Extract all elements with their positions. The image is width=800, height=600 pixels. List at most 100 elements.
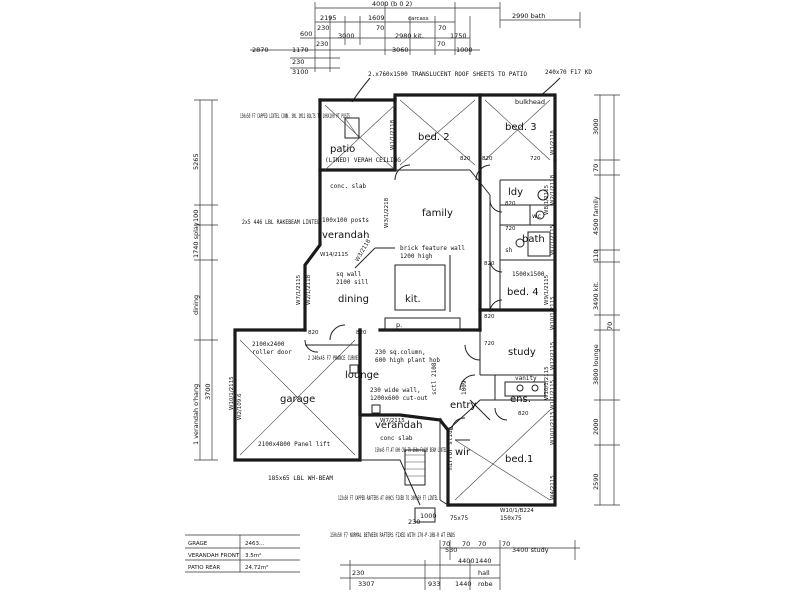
left-dimension-lines bbox=[194, 99, 218, 461]
note-bath-sh: sh bbox=[505, 247, 513, 254]
window-w20: W10/1/B224 bbox=[500, 508, 534, 514]
room-verandah-bottom: verandah bbox=[375, 420, 422, 431]
opening-bed3a: 820 bbox=[482, 156, 493, 162]
dim-top-r2a: 2195 bbox=[320, 14, 337, 22]
window-w14: W10/1/2115 bbox=[229, 376, 235, 410]
opening-study: 720 bbox=[484, 341, 495, 347]
room-bed3: bed. 3 bbox=[505, 122, 537, 133]
note-roof: 2.x760x1500 TRANSLUCENT ROOF SHEETS TO P… bbox=[368, 71, 527, 78]
dim-right-2: 70 bbox=[592, 164, 600, 172]
room-wir: wir bbox=[455, 447, 471, 458]
room-entry: entry bbox=[450, 400, 477, 411]
dim-top-r3b: 230 bbox=[317, 24, 329, 32]
top-dimension-lines bbox=[250, 2, 581, 72]
dim-bottom-j: 1440 bbox=[455, 580, 472, 588]
opening-bath: 820 bbox=[484, 261, 495, 267]
room-bath: bath bbox=[522, 234, 545, 245]
window-w10: W12/2115 bbox=[550, 341, 556, 370]
dim-bottom-h: 3307 bbox=[358, 580, 375, 588]
note-conc-slab: conc. slab bbox=[330, 183, 367, 190]
dim-right-4: 110 bbox=[592, 250, 600, 262]
dim-left-4: dining bbox=[192, 295, 200, 315]
room-bed1: bed.1 bbox=[505, 454, 533, 465]
window-w18: W10/1/2115 bbox=[544, 366, 550, 400]
dim-top-r5f: 1000 bbox=[456, 46, 473, 54]
label-bulkhead: bulkhead bbox=[515, 98, 545, 106]
window-w1: W1/1/2118 bbox=[390, 119, 396, 150]
dim-bottom-n: 1000 bbox=[420, 512, 437, 520]
note-conc-slab2: conc slab bbox=[380, 435, 413, 442]
opening-bed4: 820 bbox=[484, 314, 495, 320]
room-wc: wc bbox=[532, 212, 541, 220]
note-garage-door-sz: 2100x2400 bbox=[252, 341, 285, 348]
dim-right-5: 3490 kit. bbox=[592, 281, 600, 310]
window-w5: W2/1/2118 bbox=[306, 274, 312, 305]
note-mirror: mirror slide bbox=[447, 426, 454, 470]
right-dimension-lines bbox=[594, 94, 620, 506]
note-planter: 600 high plant hob bbox=[375, 357, 440, 364]
room-study: study bbox=[508, 347, 536, 358]
dim-top-r6b: 3100 bbox=[292, 68, 309, 76]
bottom-dimension-lines bbox=[340, 540, 580, 590]
dim-bottom-f: 3400 study bbox=[512, 546, 549, 554]
opening-ldy: 820 bbox=[505, 201, 516, 207]
dim-bottom-p: 70 bbox=[462, 540, 470, 548]
opening-bed2: 820 bbox=[460, 156, 471, 162]
window-w15: W7/2115 bbox=[380, 418, 405, 424]
note-brick-wall-h: 1200 high bbox=[400, 253, 433, 260]
note-vanity: vanity bbox=[515, 375, 537, 382]
note-beam-dbl: 2 240x45 F7 PRANCE CURVE bbox=[308, 355, 358, 362]
dim-bottom-k: robe bbox=[478, 580, 493, 588]
note-sq-wall: sq wall bbox=[336, 271, 362, 278]
note-fit: 240x70 F17 KD bbox=[545, 69, 592, 76]
note-patio-ceiling: (LINED) VERAH CEILING bbox=[325, 157, 401, 164]
dim-right-6: 3800 lounge bbox=[592, 344, 600, 385]
area-table bbox=[185, 534, 300, 573]
dim-bottom-b: 4400 bbox=[458, 557, 475, 565]
area-row3-value: 24.72m² bbox=[245, 564, 268, 571]
dim-bottom-d: 1440 bbox=[475, 557, 492, 565]
dim-bottom-c: 70 bbox=[478, 540, 486, 548]
room-dining: dining bbox=[338, 294, 369, 305]
window-w8: W7/1/2115 bbox=[550, 224, 556, 255]
note-patio-beam: 150x50 F7 CAPPED LINTEL CONN. SML 1M12 B… bbox=[240, 113, 350, 120]
room-ens: ens. bbox=[510, 394, 531, 405]
dim-bottom-o: hall bbox=[478, 569, 490, 577]
note-posts: 100x100 posts bbox=[322, 217, 369, 224]
note-wide-wall: 230 wide wall, bbox=[370, 387, 421, 394]
note-roller-door: roller door bbox=[252, 349, 292, 356]
area-row1-value: 2463... bbox=[245, 541, 264, 547]
fixtures bbox=[304, 164, 551, 431]
dim-right-7: 2000 bbox=[592, 418, 600, 435]
note-rafter: 150x45 F7 AT 600 CRS TO 150x FLOOR BEAM … bbox=[375, 447, 447, 454]
note-box75b: 150x75 bbox=[500, 515, 522, 522]
dim-right-9: 70 bbox=[606, 322, 614, 330]
dim-right-3: 4500 family bbox=[592, 196, 600, 235]
dim-top-r4a: 3000 bbox=[338, 32, 355, 40]
dim-top-r2c: carcass bbox=[408, 16, 429, 22]
area-row3-label: PATIO REAR bbox=[188, 565, 220, 571]
opening-bed3b: 720 bbox=[530, 156, 541, 162]
window-w9: W10/1/2115 bbox=[550, 296, 556, 330]
window-w11: W1/1/2115 bbox=[550, 379, 556, 410]
room-bed2: bed. 2 bbox=[418, 132, 450, 143]
dim-right-1: 3000 bbox=[592, 118, 600, 135]
note-lbl-beam: 185x65 LBL WH-BEAM bbox=[268, 475, 333, 482]
window-codes: W1/1/2118 W3/1/2218 W14/2115 W3/2118 W2/… bbox=[229, 119, 556, 514]
area-row1-label: GRAGE bbox=[188, 541, 208, 547]
dim-top-r3c: 70 bbox=[376, 24, 384, 32]
opening-dining: 820 bbox=[356, 330, 367, 336]
dim-top-r5b: 1170 bbox=[292, 46, 309, 54]
dim-bottom-g: 230 bbox=[352, 569, 364, 577]
dim-bottom-a: 70 bbox=[442, 540, 450, 548]
area-row2-label: VERANDAH FRONT bbox=[188, 553, 240, 559]
dim-top-r4b: 2980 kit. bbox=[395, 32, 424, 40]
dim-right-8: 2590 bbox=[592, 473, 600, 490]
area-row2-value: 3.5m² bbox=[245, 552, 261, 559]
room-verandah-top: verandah bbox=[322, 230, 369, 241]
dim-left-5: 1 verandah o'hang bbox=[192, 384, 200, 445]
window-w3: W14/2115 bbox=[320, 252, 349, 258]
dim-left-1: 5265 bbox=[192, 153, 200, 170]
window-w16: W8/1/2115 bbox=[544, 184, 550, 215]
front-verandah bbox=[359, 415, 436, 523]
